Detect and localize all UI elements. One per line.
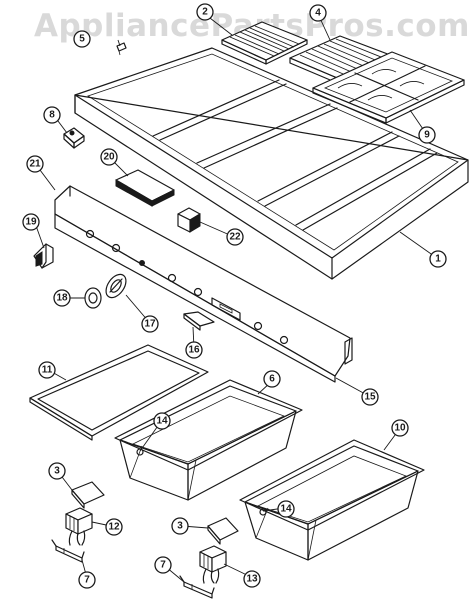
callout-15: 15 [361, 388, 379, 406]
cover-plate-part[interactable] [115, 169, 175, 207]
svg-text:20: 20 [103, 152, 115, 163]
bracket-right-part[interactable] [179, 575, 215, 599]
gasket-part[interactable] [29, 344, 209, 441]
right-drip-pan-part[interactable] [239, 439, 425, 561]
callout-3-left: 3 [48, 462, 66, 480]
svg-text:2: 2 [202, 7, 208, 18]
svg-text:21: 21 [29, 159, 41, 170]
svg-text:14: 14 [156, 416, 168, 427]
svg-text:5: 5 [79, 34, 85, 45]
dial-part[interactable] [102, 271, 130, 301]
knob-part[interactable] [33, 243, 54, 269]
svg-text:18: 18 [56, 293, 68, 304]
callout-2: 2 [196, 3, 214, 21]
callout-5: 5 [73, 30, 91, 48]
callout-17: 17 [141, 315, 159, 333]
top-frame-part[interactable] [74, 47, 469, 280]
callout-20: 20 [100, 148, 118, 166]
svg-text:8: 8 [49, 110, 55, 121]
svg-text:13: 13 [246, 574, 258, 585]
svg-text:15: 15 [364, 392, 376, 403]
svg-text:10: 10 [394, 423, 406, 434]
clip-part[interactable] [116, 42, 127, 56]
callout-4: 4 [309, 4, 327, 22]
callout-9: 9 [418, 126, 436, 144]
callout-19: 19 [22, 213, 40, 231]
callout-1: 1 [429, 250, 447, 268]
callout-14-left: 14 [153, 412, 171, 430]
svg-text:14: 14 [280, 504, 292, 515]
svg-text:7: 7 [160, 560, 166, 571]
badge-part[interactable] [183, 311, 215, 331]
svg-text:3: 3 [54, 466, 60, 477]
svg-text:22: 22 [229, 232, 241, 243]
callout-12: 12 [105, 518, 123, 536]
callout-8: 8 [43, 106, 61, 124]
callout-21: 21 [26, 155, 44, 173]
callout-11: 11 [38, 361, 56, 379]
svg-text:7: 7 [84, 575, 90, 586]
svg-text:19: 19 [25, 217, 37, 228]
callout-18: 18 [53, 289, 71, 307]
insulator-pad-right-part[interactable] [207, 517, 239, 545]
svg-text:3: 3 [177, 521, 183, 532]
callout-22: 22 [226, 228, 244, 246]
control-block-part[interactable] [177, 207, 201, 233]
svg-text:11: 11 [42, 365, 53, 376]
terminal-block-left-part[interactable] [65, 507, 93, 546]
svg-text:1: 1 [435, 254, 441, 265]
callout-6: 6 [263, 370, 281, 388]
insulator-pad-left-part[interactable] [71, 481, 105, 509]
left-drip-pan-part[interactable] [114, 379, 303, 501]
svg-text:16: 16 [188, 345, 200, 356]
svg-text:9: 9 [424, 130, 430, 141]
svg-text:6: 6 [269, 374, 275, 385]
bezel-part[interactable] [84, 287, 102, 309]
switch-part[interactable] [63, 127, 85, 149]
callout-13: 13 [243, 570, 261, 588]
control-panel-part[interactable] [54, 185, 353, 383]
grill-grate-part[interactable] [221, 21, 308, 65]
callout-16: 16 [185, 341, 203, 359]
callout-14-right: 14 [277, 500, 295, 518]
callout-3-right: 3 [171, 517, 189, 535]
svg-text:17: 17 [144, 319, 156, 330]
callout-10: 10 [391, 419, 409, 437]
terminal-block-right-part[interactable] [199, 545, 227, 584]
callout-7-right: 7 [154, 556, 172, 574]
callout-7-left: 7 [78, 571, 96, 589]
svg-text:4: 4 [315, 8, 321, 19]
svg-text:12: 12 [108, 522, 120, 533]
burner-grate-part[interactable] [312, 51, 465, 124]
